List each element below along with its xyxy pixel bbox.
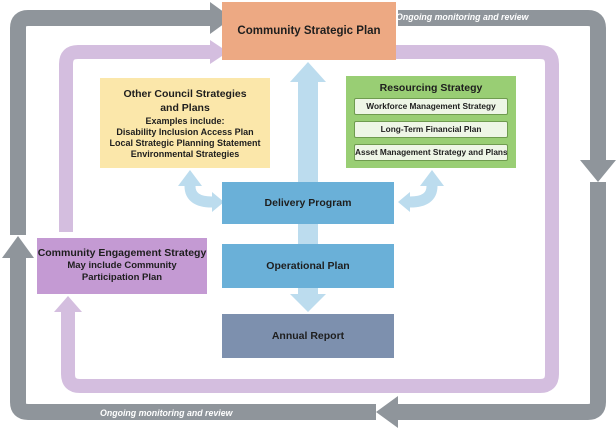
connector-right-arrowhead-up xyxy=(420,170,444,186)
connector-left-arrowhead-right xyxy=(212,192,224,212)
outer-loop-arrowhead-left xyxy=(2,236,34,258)
annual-report-box: Annual Report xyxy=(222,314,394,358)
inner-loop-arrowhead-top xyxy=(210,40,228,64)
inner-engagement-loop xyxy=(54,40,559,393)
outer-loop-arrowhead-right xyxy=(580,160,616,182)
connector-arrowhead-up xyxy=(290,62,326,82)
inner-loop-arrowhead-bottom xyxy=(54,296,82,312)
outer-loop-top-left xyxy=(10,9,210,235)
connector-right-arrowhead-left xyxy=(398,192,410,212)
connector-left-arrowhead-up xyxy=(178,170,202,186)
other-strategies-title-line2: and Plans xyxy=(160,102,210,114)
delivery-program-label: Delivery Program xyxy=(264,197,352,209)
delivery-program-box: Delivery Program xyxy=(222,182,394,224)
outer-loop-bottom-right xyxy=(398,182,606,420)
workforce-management-strategy-pill: Workforce Management Strategy xyxy=(354,98,508,115)
monitoring-label-top: Ongoing monitoring and review xyxy=(396,12,529,22)
outer-loop-bottom-left xyxy=(10,258,376,420)
outer-loop-arrowhead-top xyxy=(210,2,232,34)
annual-report-label: Annual Report xyxy=(271,330,345,342)
monitoring-label-bottom: Ongoing monitoring and review xyxy=(100,408,233,418)
other-strategies-item: Environmental Strategies xyxy=(130,149,240,159)
resourcing-strategy-title: Resourcing Strategy xyxy=(379,82,483,94)
engagement-line2: Participation Plan xyxy=(81,271,163,283)
inner-loop-top xyxy=(59,45,210,232)
connector-left-curve xyxy=(184,185,213,208)
inner-loop-right xyxy=(61,45,559,393)
engagement-line1: May include Community xyxy=(67,260,177,271)
engagement-title: Community Engagement Strategy xyxy=(37,247,207,259)
other-strategies-item: Disability Inclusion Access Plan xyxy=(116,127,254,137)
other-council-strategies-box: Other Council Strategies and Plans Examp… xyxy=(100,78,270,168)
resourcing-strategy-box: Resourcing Strategy Workforce Management… xyxy=(346,76,516,168)
long-term-financial-plan-pill: Long-Term Financial Plan xyxy=(354,121,508,138)
outer-loop-top-right xyxy=(398,9,606,160)
other-strategies-intro: Examples include: xyxy=(145,116,225,126)
community-strategic-plan-box: Community Strategic Plan xyxy=(222,2,396,60)
connector-right-curve xyxy=(409,185,438,208)
other-strategies-item: Local Strategic Planning Statement xyxy=(109,138,261,148)
asset-management-strategy-pill: Asset Management Strategy and Plans xyxy=(354,144,508,161)
community-engagement-strategy-box: Community Engagement Strategy May includ… xyxy=(37,238,207,294)
operational-plan-label: Operational Plan xyxy=(266,260,350,272)
connector-arrowhead-down xyxy=(290,294,326,312)
outer-loop-arrowhead-bottom xyxy=(376,396,398,428)
operational-plan-box: Operational Plan xyxy=(222,244,394,288)
community-strategic-plan-label: Community Strategic Plan xyxy=(237,25,381,37)
other-strategies-title-line1: Other Council Strategies xyxy=(123,88,247,100)
